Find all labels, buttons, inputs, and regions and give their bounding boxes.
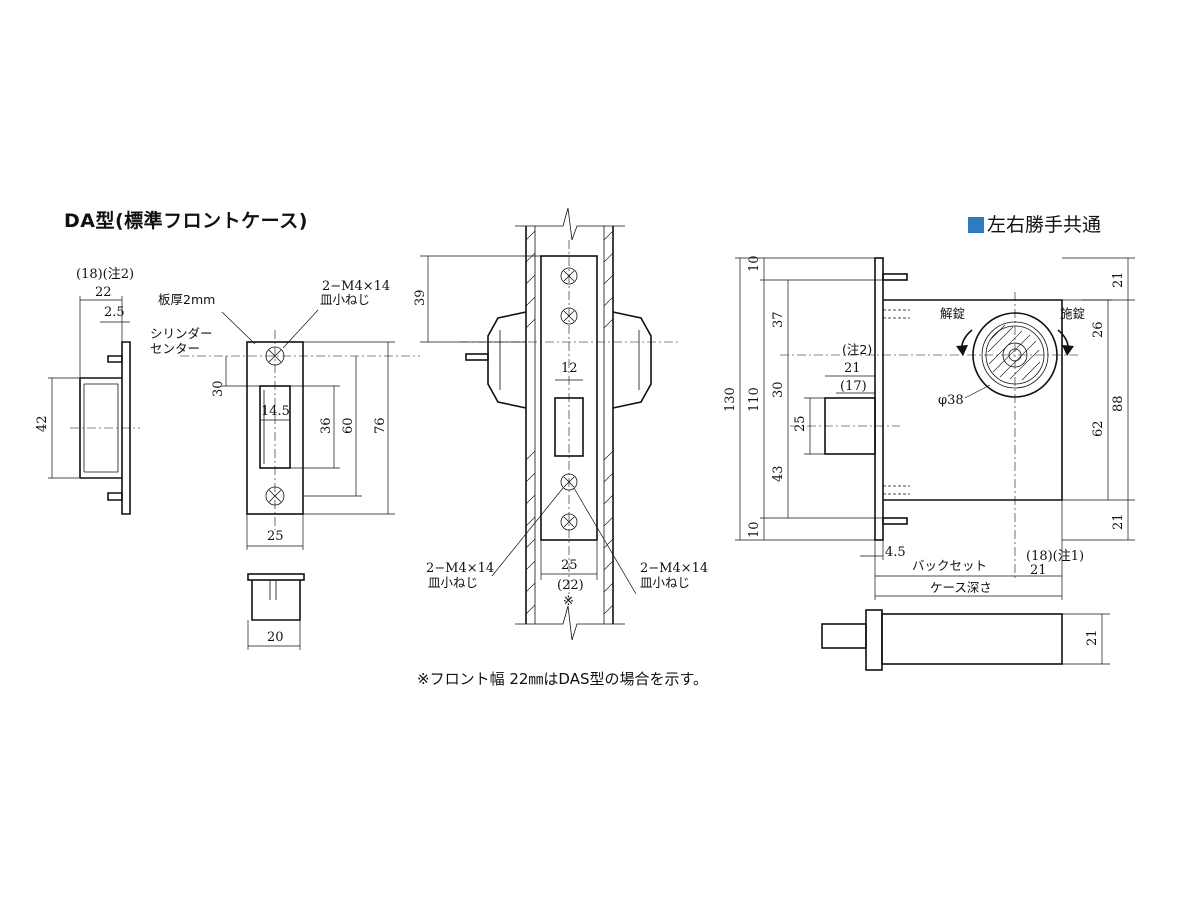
- screw-right-line2: 皿小ねじ: [640, 575, 690, 590]
- case-dim-21: 21: [844, 361, 861, 376]
- case-dim-4-5: 4.5: [885, 545, 906, 560]
- dim-20: 20: [267, 630, 284, 645]
- dim-12: 12: [561, 361, 578, 376]
- dim-25: 25: [267, 529, 284, 544]
- screw-note-line2: 皿小ねじ: [320, 292, 370, 307]
- case-bottom-view: 21: [821, 609, 1110, 671]
- bolt-dim-21: 21: [1085, 629, 1100, 646]
- cylinder-center-line2: センター: [150, 341, 200, 356]
- case-dim-110: 110: [747, 387, 762, 412]
- case-dim-21-bot: 21: [1111, 513, 1126, 530]
- case-dim-21-top: 21: [1111, 271, 1126, 288]
- backset-label: バックセット: [912, 558, 987, 573]
- handing-legend: 左右勝手共通: [968, 210, 1101, 237]
- dim-14-5: 14.5: [261, 404, 290, 419]
- case-dim-26: 26: [1091, 321, 1106, 338]
- screw-note-line1: 2−M4×14: [322, 279, 390, 294]
- case-dim-30: 30: [771, 381, 786, 398]
- case-dim-10-top: 10: [747, 255, 762, 272]
- legend-label: 左右勝手共通: [987, 214, 1102, 236]
- dim-39: 39: [413, 289, 428, 306]
- dim-25-front: 25: [561, 558, 578, 573]
- cylinder-diameter: φ38: [938, 393, 964, 408]
- dim-2-5: 2.5: [104, 305, 125, 320]
- dim-22-das: (22): [557, 578, 584, 593]
- case-dim-17: (17): [840, 379, 867, 394]
- case-dim-62: 62: [1091, 420, 1106, 437]
- das-mark: ※: [563, 594, 574, 609]
- case-dim-18-note1: (18)(注1): [1026, 549, 1084, 564]
- legend-square-icon: [968, 217, 984, 233]
- dim-76: 76: [373, 417, 388, 434]
- strike-box-view: 20: [247, 573, 305, 650]
- plate-thickness-label: 板厚2mm: [158, 292, 215, 307]
- dim-30: 30: [211, 380, 226, 397]
- unlock-label: 解錠: [940, 306, 966, 321]
- door-section-view: 39 12 25 (22) ※ 2−M4×14 皿小ねじ 2−M4×14 皿小ね…: [413, 207, 708, 641]
- dim-42: 42: [35, 415, 50, 432]
- drawing-title: DA型(標準フロントケース): [64, 210, 308, 232]
- case-dim-130: 130: [723, 387, 738, 412]
- case-dim-88: 88: [1111, 395, 1126, 412]
- strike-side-view: (18)(注2) 22 2.5 42: [35, 267, 140, 515]
- dim-36: 36: [319, 417, 334, 434]
- case-depth-label: ケース深さ: [930, 580, 992, 595]
- case-dim-25: 25: [793, 415, 808, 432]
- dim-22: 22: [95, 285, 112, 300]
- cylinder-center-line1: シリンダー: [150, 326, 213, 341]
- dim-60: 60: [341, 417, 356, 434]
- screw-right-line1: 2−M4×14: [640, 561, 708, 576]
- case-side-view: 10 37 130 110 30 25 43 10 (注2) 21 (17) 解…: [723, 255, 1135, 600]
- case-note2: (注2): [842, 342, 872, 357]
- case-dim-37: 37: [771, 311, 786, 328]
- strike-front-view: 板厚2mm 2−M4×14 皿小ねじ シリンダー センター 30 14.5 36…: [150, 279, 420, 550]
- screw-left-line2: 皿小ねじ: [428, 575, 478, 590]
- footnote: ※フロント幅 22㎜はDAS型の場合を示す。: [417, 670, 708, 688]
- case-dim-10-bot: 10: [747, 521, 762, 538]
- case-dim-43: 43: [771, 465, 786, 482]
- case-dim-21-backset: 21: [1030, 563, 1047, 578]
- dim-18-note2: (18)(注2): [76, 267, 134, 282]
- screw-left-line1: 2−M4×14: [426, 561, 494, 576]
- lock-label: 施錠: [1060, 306, 1086, 321]
